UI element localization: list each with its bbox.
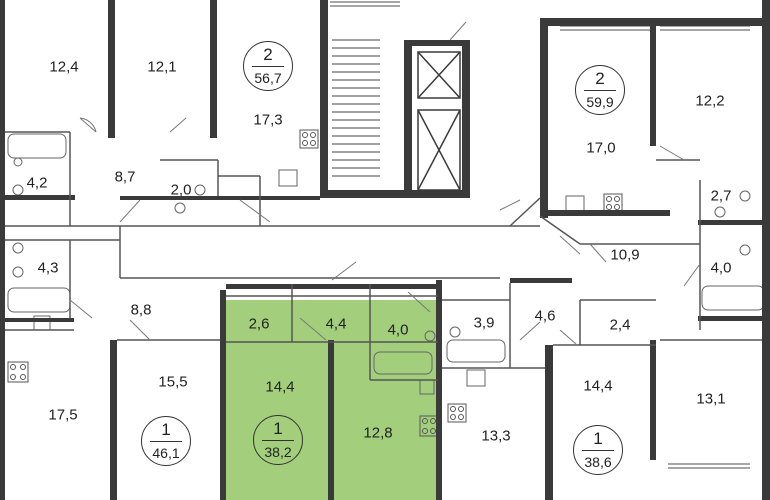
room-area: 13,3: [481, 427, 511, 445]
sink-icon: [449, 326, 461, 338]
apartment-badge[interactable]: 1 46,1: [141, 416, 191, 466]
toilet-icon: [12, 242, 24, 254]
room-area: 2,4: [609, 316, 631, 334]
elevators: [417, 51, 461, 191]
room-area: 10,9: [610, 246, 640, 264]
bathtub-icon: [446, 339, 506, 363]
apartment-badge[interactable]: 2 59,9: [575, 65, 625, 115]
badge-divider: [582, 450, 614, 451]
apartment-area: 38,2: [264, 444, 292, 460]
apartment-area: 46,1: [152, 445, 180, 461]
toilet-icon: [739, 244, 751, 256]
room-area: 4,0: [387, 321, 409, 339]
apartment-rooms: 2: [595, 69, 605, 88]
sink-icon: [174, 202, 186, 214]
room-area: 8,7: [114, 168, 136, 186]
apartment-area: 56,7: [254, 70, 282, 86]
partitions: [5, 131, 762, 381]
room-area: 12,4: [49, 58, 79, 76]
room-area: 2,7: [710, 187, 732, 205]
badge-divider: [262, 440, 294, 441]
bathtub-icon: [7, 287, 71, 313]
bathtub-icon: [7, 133, 67, 159]
room-area: 4,0: [710, 259, 732, 277]
room-area: 4,3: [37, 259, 59, 277]
toilet-icon: [13, 157, 23, 167]
sink-icon: [466, 369, 486, 387]
toilet-icon: [739, 190, 751, 202]
room-area: 2,0: [170, 181, 192, 199]
highlight-kitchen: [335, 340, 438, 500]
room-area: 4,6: [534, 307, 556, 325]
room-area: 17,0: [586, 139, 616, 157]
stairwell: [332, 39, 461, 191]
stove-icon: [603, 193, 623, 213]
elevator-icon: [417, 51, 461, 99]
sink-icon: [278, 169, 298, 187]
room-area: 15,5: [158, 373, 188, 391]
stove-icon: [299, 129, 319, 149]
room-area: 17,3: [253, 111, 283, 129]
apartment-rooms: 1: [593, 429, 603, 448]
apartment-rooms: 1: [273, 419, 283, 438]
toilet-icon: [12, 266, 24, 278]
room-area: 12,1: [147, 58, 177, 76]
room-area: 13,1: [696, 390, 726, 408]
highlight-hall: [226, 300, 438, 342]
apartment-area: 59,9: [586, 94, 614, 110]
badge-divider: [584, 90, 616, 91]
apartment-rooms: 2: [263, 45, 273, 64]
badge-divider: [150, 441, 182, 442]
toilet-icon: [194, 184, 206, 196]
room-area: 4,4: [325, 315, 347, 333]
bathtub-icon: [701, 285, 765, 311]
room-area: 8,8: [130, 301, 152, 319]
doors: [69, 21, 701, 345]
bathtub-icon: [373, 351, 433, 375]
room-area: 12,2: [695, 92, 725, 110]
apartment-rooms: 1: [161, 420, 171, 439]
bath-fixtures: [7, 133, 765, 395]
room-area: 17,5: [48, 406, 78, 424]
stove-icon: [447, 403, 467, 423]
room-area: 14,4: [583, 377, 613, 395]
room-area: 2,6: [248, 315, 270, 333]
toilet-icon: [12, 184, 24, 196]
toilet-icon: [424, 330, 436, 342]
badge-divider: [252, 66, 284, 67]
apartment-badge[interactable]: 1 38,2: [253, 415, 303, 465]
stove-icon: [7, 361, 29, 383]
room-area: 4,2: [26, 174, 48, 192]
sink-icon: [565, 195, 585, 213]
room-area: 3,9: [473, 314, 495, 332]
sink-icon: [714, 206, 726, 218]
apartment-area: 38,6: [584, 454, 612, 470]
apartment-badge[interactable]: 1 38,6: [573, 425, 623, 475]
room-area: 14,4: [265, 378, 295, 396]
room-area: 12,8: [363, 424, 393, 442]
apartment-badge[interactable]: 2 56,7: [243, 41, 293, 91]
stair-steps: [332, 39, 380, 177]
stove-burners: [10, 132, 620, 434]
